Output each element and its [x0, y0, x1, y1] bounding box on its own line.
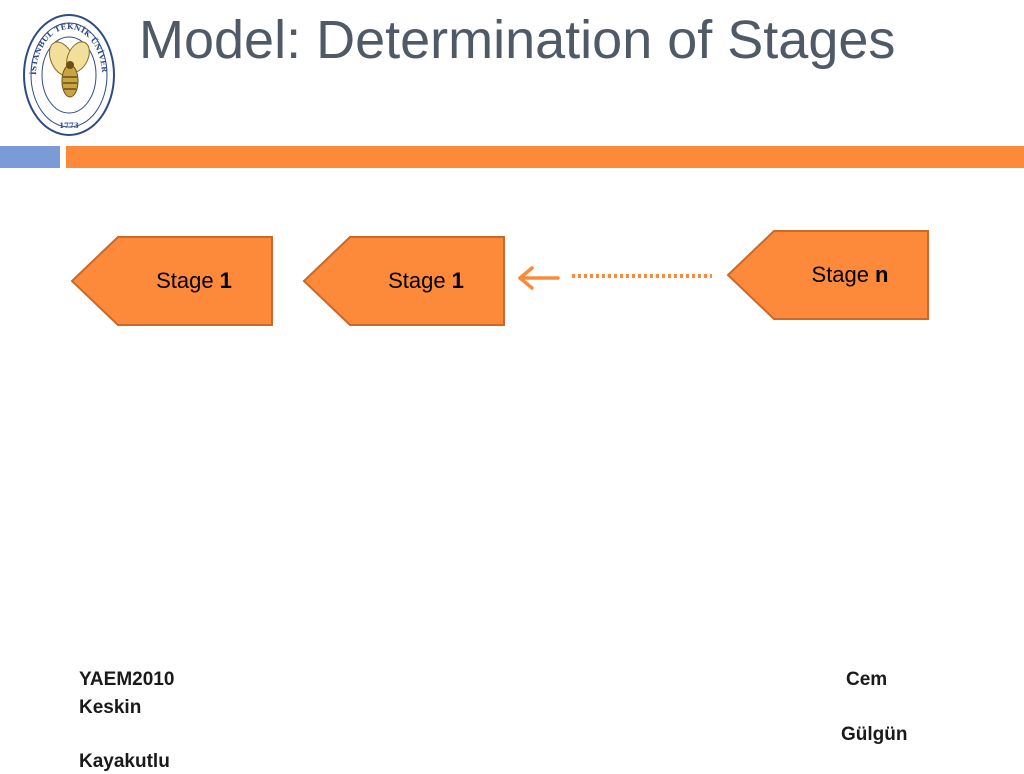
left-arrow-icon: [518, 266, 712, 290]
slide-footer: YAEM2010 Keskin Kayakutlu Cem Gülgün: [0, 668, 1024, 772]
footer-text-conference: YAEM2010: [79, 669, 175, 690]
header-accent-bar-orange: [66, 146, 1024, 168]
footer-text-gulgun: Gülgün: [841, 724, 908, 745]
pentagon-arrow-shape: [70, 236, 273, 326]
pentagon-arrow-shape: [302, 236, 505, 326]
pentagon-arrow-shape: [726, 230, 929, 320]
stage-label-index: 1: [451, 268, 464, 293]
stage-label-prefix: Stage: [156, 268, 214, 293]
university-logo: İSTANBUL TEKNİK ÜNİVERSİTESİ 1773: [19, 6, 116, 137]
footer-text-keskin: Keskin: [79, 697, 142, 718]
footer-text-kayakutlu: Kayakutlu: [79, 751, 170, 772]
page-title: Model: Determination of Stages: [139, 10, 896, 70]
header-accent-bar-blue: [0, 146, 60, 168]
stage-label-prefix: Stage: [811, 262, 870, 287]
stage-label-prefix: Stage: [388, 268, 446, 293]
stage-connector: [516, 262, 716, 294]
stage-label-index: 1: [219, 268, 232, 293]
stage-label-index: n: [875, 262, 889, 287]
footer-text-cem: Cem: [846, 669, 888, 690]
bee-emblem-icon: İSTANBUL TEKNİK ÜNİVERSİTESİ 1773: [19, 6, 115, 136]
logo-year: 1773: [59, 121, 79, 130]
